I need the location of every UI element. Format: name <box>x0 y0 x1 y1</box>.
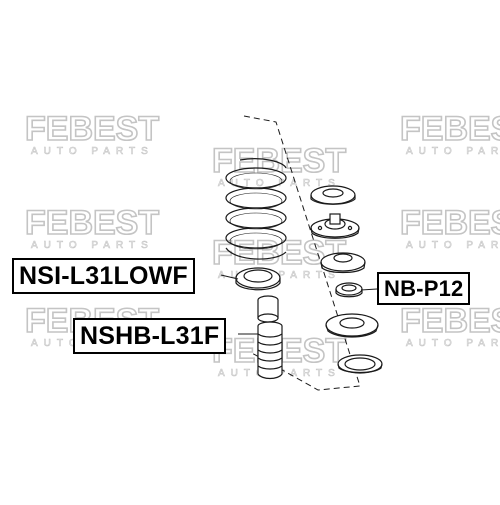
shock-absorber-boot <box>257 321 283 380</box>
febest-watermarks: FEBEST AUTO PARTS FEBEST AUTO PARTS FEBE… <box>24 109 500 379</box>
upper-spring-seat <box>325 313 379 338</box>
svg-text:AUTO PARTS: AUTO PARTS <box>218 178 341 189</box>
svg-text:FEBEST: FEBEST <box>400 302 500 340</box>
watermark-logo: FEBEST AUTO PARTS <box>399 203 500 251</box>
spring-insulator <box>235 267 281 291</box>
strut-mount-bearing <box>335 282 363 298</box>
svg-text:AUTO PARTS: AUTO PARTS <box>31 146 154 157</box>
svg-text:FEBEST: FEBEST <box>25 110 159 148</box>
watermark-logo: FEBEST AUTO PARTS <box>399 109 500 157</box>
svg-text:AUTO PARTS: AUTO PARTS <box>406 240 500 251</box>
upper-spring-insulator <box>337 354 383 374</box>
part-label-shock-absorber-boot: NSHB-L31F <box>73 318 227 354</box>
assembly-boundary <box>243 115 361 391</box>
mount-nut-washer <box>310 185 356 205</box>
watermark-logo: FEBEST AUTO PARTS <box>399 301 500 349</box>
part-label-coil-spring-insulator: NSI-L31LOWF <box>12 258 195 294</box>
watermark-logo: FEBEST AUTO PARTS <box>24 203 160 251</box>
svg-text:FEBEST: FEBEST <box>212 142 346 180</box>
svg-text:FEBEST: FEBEST <box>400 204 500 242</box>
svg-text:AUTO PARTS: AUTO PARTS <box>31 240 154 251</box>
svg-text:AUTO PARTS: AUTO PARTS <box>406 146 500 157</box>
leader-lines <box>220 274 378 335</box>
svg-text:AUTO PARTS: AUTO PARTS <box>406 338 500 349</box>
leader-line-nbp <box>360 288 378 291</box>
strut-mount-lower <box>320 252 366 274</box>
watermark-logo: FEBEST AUTO PARTS <box>24 109 160 157</box>
strut-mount-upper <box>310 213 360 239</box>
svg-text:FEBEST: FEBEST <box>25 204 159 242</box>
bump-stop <box>257 295 279 323</box>
part-label-strut-mount-bearing: NB-P12 <box>377 272 471 305</box>
coil-spring <box>225 158 287 260</box>
leader-line-nsi <box>220 274 239 280</box>
watermark-logo: FEBEST AUTO PARTS <box>211 141 347 189</box>
svg-text:FEBEST: FEBEST <box>400 110 500 148</box>
